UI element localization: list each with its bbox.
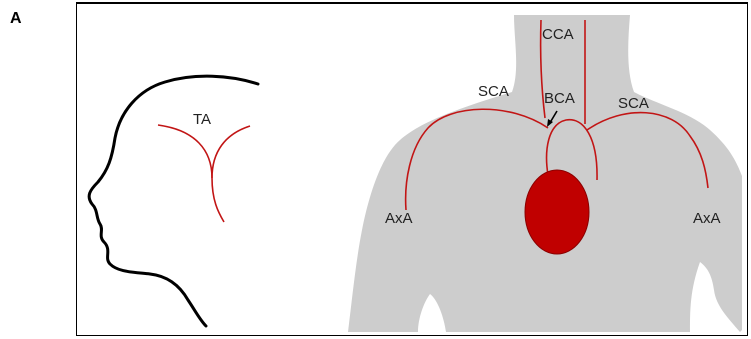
axa-right-label: AxA	[693, 210, 721, 227]
heart	[525, 170, 589, 254]
sca-right-label: SCA	[618, 95, 649, 112]
head-profile-outline	[89, 76, 258, 326]
temporal-artery-right-branch	[212, 126, 250, 178]
temporal-artery-left-branch	[158, 125, 224, 222]
sca-left-label: SCA	[478, 83, 509, 100]
bca-label: BCA	[544, 90, 575, 107]
axa-left-label: AxA	[385, 210, 413, 227]
ta-label: TA	[193, 111, 211, 128]
cca-label: CCA	[542, 26, 574, 43]
